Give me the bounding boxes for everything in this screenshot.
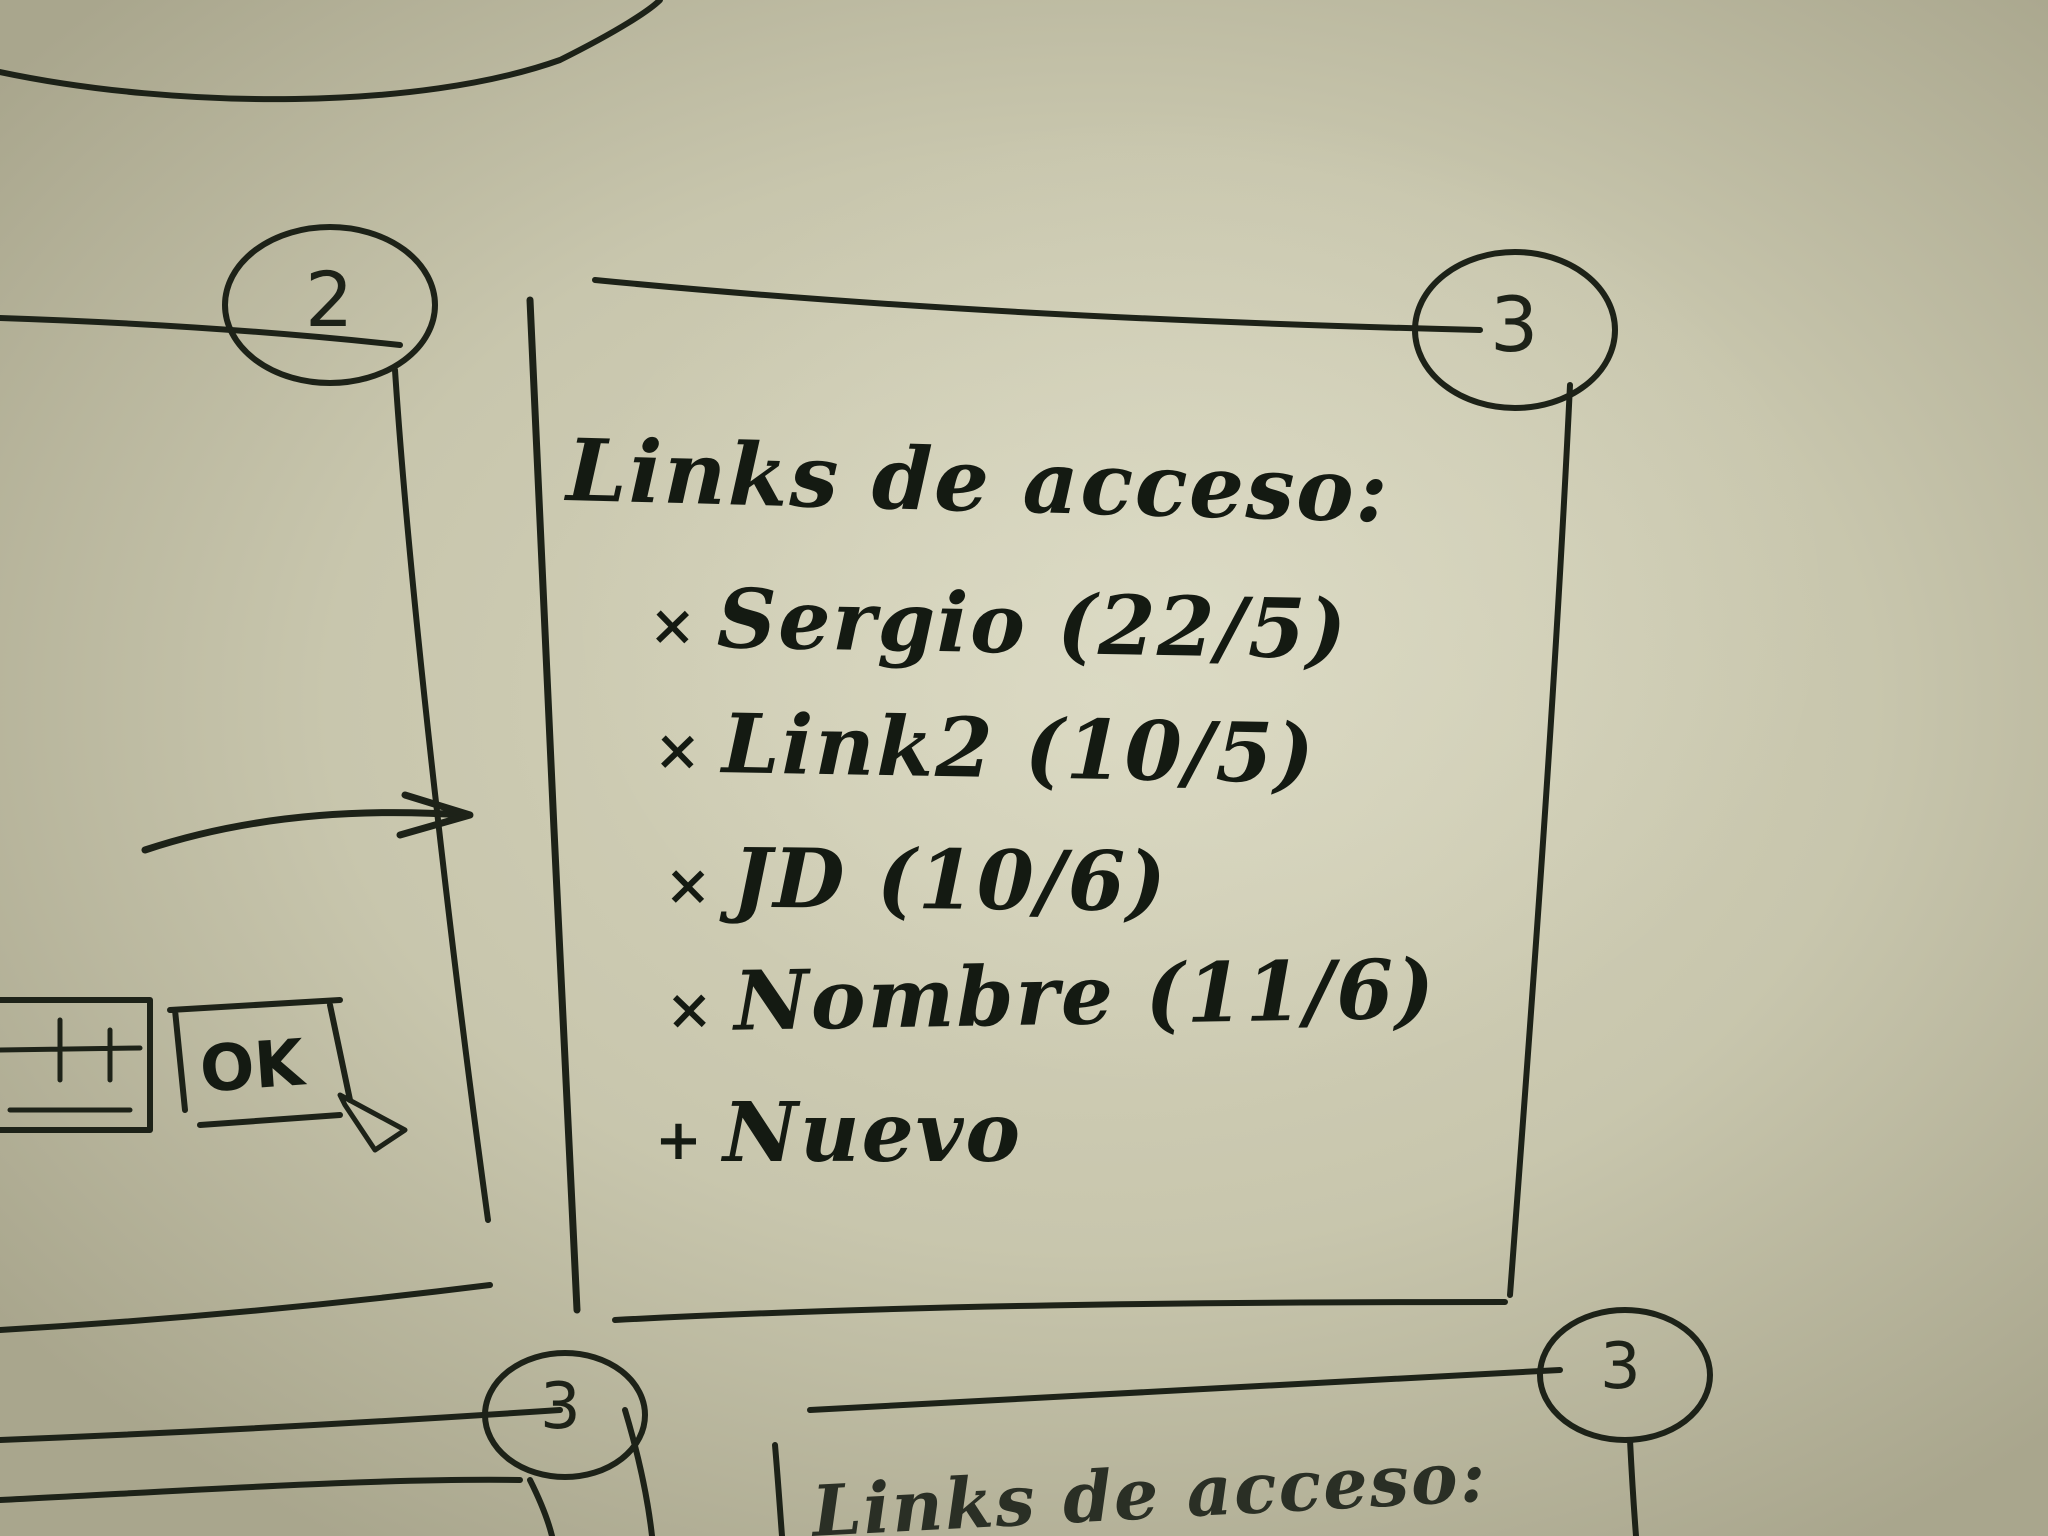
bottom-left-card-badge-number: 3 [540,1370,581,1444]
bottom-right-card-badge-number: 3 [1600,1330,1641,1404]
main-card-badge-number: 3 [1490,280,1539,369]
bottom-left-card-side-edge [622,1407,655,1536]
top-oval-stroke [0,0,663,103]
bottom-left-card-right-edge [527,1477,555,1536]
sketched-ok-button-label: OK [197,1026,307,1108]
sketched-ok-button-frame [167,997,353,1128]
list-item-label: Link2 (10/5) [721,696,1317,803]
list-item-label: Nuevo [723,1085,1023,1181]
main-card-top-edge [592,277,1483,333]
bottom-right-card-left-edge [772,1442,785,1536]
left-card-right-edge [392,367,491,1223]
sketched-cursor [337,1092,408,1153]
main-card-title: Links de acceso: [565,420,1391,543]
main-card-right-edge [1507,382,1573,1298]
main-card-badge-circle [1412,249,1618,411]
list-item: × JD (10/6) [664,830,1169,931]
sketched-widget-box [0,997,153,1133]
arrow-head [396,791,474,839]
list-item: ×Sergio (22/5) [648,570,1349,679]
list-item: + Nuevo [655,1085,1022,1181]
list-item-label: Nombre (11/6) [732,941,1437,1050]
main-card-bottom-edge [612,1299,1508,1323]
bottom-right-card-badge-circle [1537,1307,1713,1443]
bullet-x: × [665,975,716,1043]
list-item: ×Link2 (10/5) [653,695,1317,803]
bullet-x: × [648,591,699,659]
arrow-shaft [141,809,469,854]
list-item-label: Sergio (22/5) [716,571,1349,679]
left-card-bottom-edge [0,1282,493,1333]
bottom-left-card-badge-circle [482,1350,648,1480]
list-item: ×Nombre (11/6) [665,942,1437,1051]
bottom-right-card-top-edge [807,1367,1563,1413]
left-card-top-edge [0,315,403,348]
bullet-x: × [653,716,704,784]
sketched-widget-lines [0,1017,143,1113]
bottom-left-card-inner-edge [0,1476,523,1503]
bottom-right-card-right-edge [1627,1437,1639,1536]
bullet-x: × [664,851,714,918]
left-card-badge-number: 2 [305,255,354,344]
bottom-left-card-top-edge [0,1407,563,1443]
main-card-left-edge [526,296,581,1314]
bullet-plus: + [655,1106,704,1173]
list-item-label: JD (10/6) [732,830,1169,931]
left-card-badge-circle [222,224,438,386]
